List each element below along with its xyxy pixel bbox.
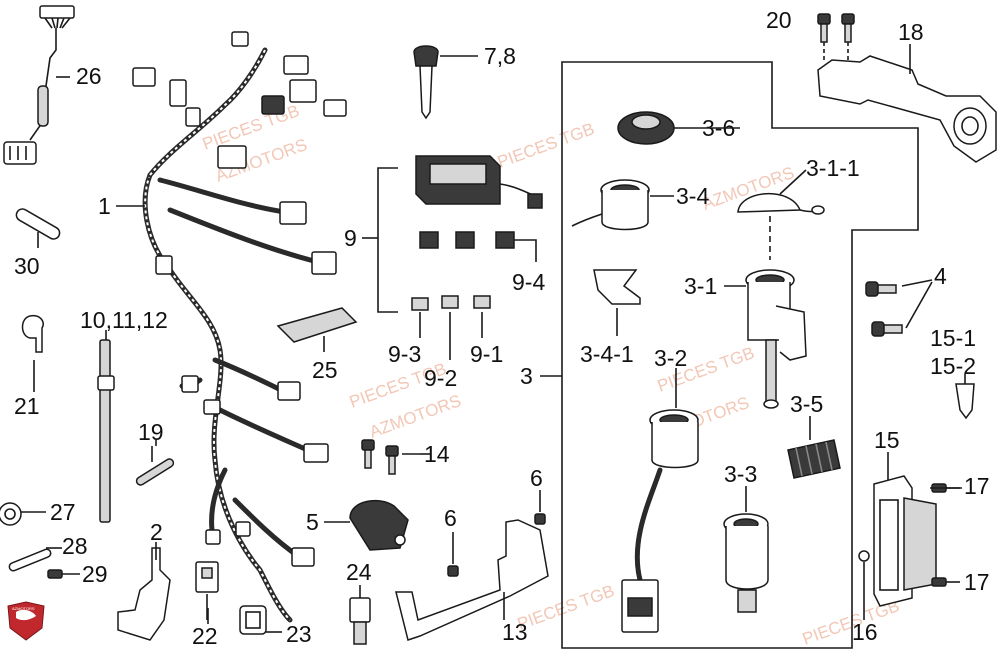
- label-27: 27: [50, 499, 76, 525]
- part-21-clamp: [21, 314, 44, 392]
- part-7-key: [413, 45, 478, 120]
- label-30: 30: [14, 253, 40, 279]
- logo-text: AZMOTORS: [12, 606, 35, 611]
- part-3-1-ignition: [724, 269, 807, 409]
- label-15-1: 15-1: [930, 325, 976, 351]
- label-28: 28: [62, 533, 88, 559]
- label-21: 21: [14, 393, 40, 419]
- part-14-bolts: [361, 439, 420, 475]
- label-1: 1: [98, 193, 111, 219]
- label-3-4: 3-4: [676, 183, 709, 209]
- label-9-3: 9-3: [388, 341, 421, 367]
- part-9-3-fuses: [411, 295, 491, 360]
- part-9-control-unit: [415, 155, 543, 209]
- label-17-bottom: 17: [964, 569, 990, 595]
- label-25: 25: [312, 357, 338, 383]
- part-15-1-bulb: [955, 374, 975, 420]
- label-6-left: 6: [444, 505, 457, 531]
- part-3-4-lock: [571, 179, 674, 231]
- label-20: 20: [766, 7, 792, 33]
- part-15-lamp: [873, 452, 937, 607]
- label-3-1-1: 3-1-1: [806, 155, 860, 181]
- part-20-screws: [817, 13, 855, 62]
- part-3-5-spring: [787, 416, 841, 479]
- label-3-2: 3-2: [654, 345, 687, 371]
- part-9-4-relays: [419, 231, 537, 262]
- part-3-1-1-cover: [737, 169, 825, 260]
- part-3-4-1-plate: [593, 269, 641, 336]
- label-3: 3: [520, 363, 533, 389]
- label-leaders: [155, 127, 962, 624]
- part-13-bracket: [395, 519, 549, 641]
- callout-labels: 26 30 1 10,11,12 21 19 27 28 29 2 22 23 …: [14, 7, 990, 649]
- group-frame-3: [561, 61, 919, 649]
- part-29-screw: [47, 569, 80, 579]
- part-26-lead: [3, 5, 75, 165]
- label-17-top: 17: [964, 473, 990, 499]
- label-23: 23: [286, 621, 312, 647]
- part-24-connector: [349, 585, 371, 645]
- label-18: 18: [898, 19, 924, 45]
- part-1-wiring-harness: [116, 31, 347, 623]
- label-13: 13: [502, 619, 528, 645]
- azmotors-logo: AZMOTORS: [7, 601, 45, 641]
- label-3-1: 3-1: [684, 273, 717, 299]
- label-15-2: 15-2: [930, 353, 976, 379]
- label-3-3: 3-3: [724, 461, 757, 487]
- label-29: 29: [82, 561, 108, 587]
- part-2-bracket: [117, 542, 171, 641]
- label-22: 22: [192, 623, 218, 649]
- part-5-sensor: [324, 499, 409, 551]
- bracket-9: [377, 167, 398, 313]
- label-3-5: 3-5: [790, 391, 823, 417]
- label-9: 9: [344, 225, 357, 251]
- part-16-nut: [858, 550, 870, 620]
- part-19-tie: [135, 446, 175, 486]
- label-6-right: 6: [530, 465, 543, 491]
- label-5: 5: [306, 509, 319, 535]
- part-25-pad: [276, 307, 358, 352]
- part-30-clip: [15, 208, 61, 248]
- part-23-connector: [239, 605, 282, 635]
- part-4-bolts: [865, 279, 933, 337]
- part-27-clamp: [0, 502, 46, 526]
- label-9-1: 9-1: [470, 341, 503, 367]
- part-3-6-cap: [617, 111, 700, 145]
- part-28-strap: [8, 547, 62, 572]
- part-3-2-ignition-switch: [621, 368, 699, 633]
- watermark: PIECES TGB: [515, 581, 617, 634]
- part-22-connector: [195, 561, 219, 620]
- watermark: PIECES TGB: [495, 119, 597, 172]
- label-26: 26: [76, 63, 102, 89]
- part-6-bolts: [447, 490, 546, 577]
- label-19: 19: [138, 419, 164, 445]
- part-10-cable-tie: [97, 330, 115, 523]
- label-7-8: 7,8: [484, 43, 516, 69]
- part-3-3-lock: [723, 486, 769, 613]
- label-3-4-1: 3-4-1: [580, 341, 634, 367]
- label-9-4: 9-4: [512, 269, 545, 295]
- label-10-11-12: 10,11,12: [80, 307, 168, 333]
- label-2: 2: [150, 519, 163, 545]
- label-24: 24: [346, 559, 372, 585]
- label-15: 15: [874, 427, 900, 453]
- part-18-bracket: [817, 44, 997, 163]
- label-16: 16: [852, 619, 878, 645]
- label-9-2: 9-2: [424, 365, 457, 391]
- label-4: 4: [934, 263, 947, 289]
